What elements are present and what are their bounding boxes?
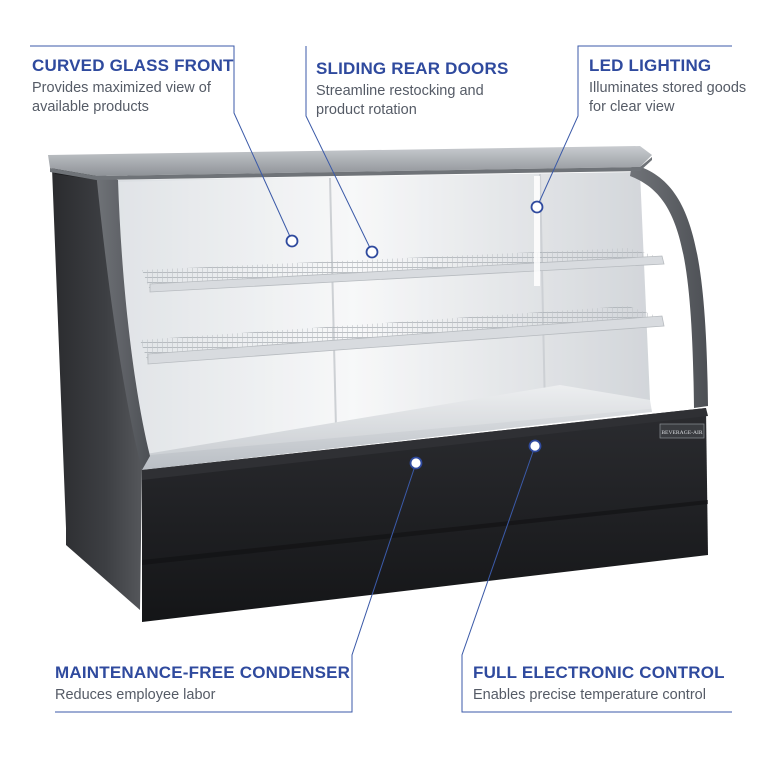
marker-sliding-doors — [365, 245, 379, 259]
marker-led-lighting — [530, 200, 544, 214]
callout-maintenance-free-condenser: MAINTENANCE-FREE CONDENSER Reduces emplo… — [55, 663, 355, 705]
callout-full-electronic-control: FULL ELECTRONIC CONTROL Enables precise … — [473, 663, 763, 705]
led-light-strip — [534, 176, 540, 286]
callout-description: Streamline restocking and product rotati… — [316, 83, 484, 118]
rear-door-seam-1 — [329, 177, 337, 429]
callout-description: Enables precise temperature control — [473, 687, 706, 703]
lower-shelf — [140, 306, 665, 365]
callout-title: SLIDING REAR DOORS — [316, 59, 509, 78]
callout-led-lighting: LED LIGHTING Illuminates stored goods fo… — [589, 56, 759, 117]
marker-condenser — [409, 456, 423, 470]
callout-sliding-rear-doors: SLIDING REAR DOORS Streamline restocking… — [316, 59, 536, 120]
brand-plate: BEVERAGE-AIR — [659, 423, 705, 439]
marker-electronic-control — [528, 439, 542, 453]
curved-glass — [118, 171, 702, 455]
callout-curved-glass-front: CURVED GLASS FRONT Provides maximized vi… — [32, 56, 252, 117]
callout-markers — [285, 200, 544, 470]
rear-door-seam-2 — [539, 173, 546, 411]
callout-title: CURVED GLASS FRONT — [32, 56, 234, 75]
callout-title: LED LIGHTING — [589, 56, 712, 75]
callout-description: Provides maximized view of available pro… — [32, 80, 211, 115]
marker-curved-glass — [285, 234, 299, 248]
callout-title: MAINTENANCE-FREE CONDENSER — [55, 663, 351, 682]
callout-title: FULL ELECTRONIC CONTROL — [473, 663, 725, 682]
callout-description: Illuminates stored goods for clear view — [589, 80, 747, 115]
callout-leaders — [30, 45, 732, 713]
callout-description: Reduces employee labor — [55, 687, 216, 703]
svg-text:BEVERAGE-AIR: BEVERAGE-AIR — [661, 430, 703, 436]
